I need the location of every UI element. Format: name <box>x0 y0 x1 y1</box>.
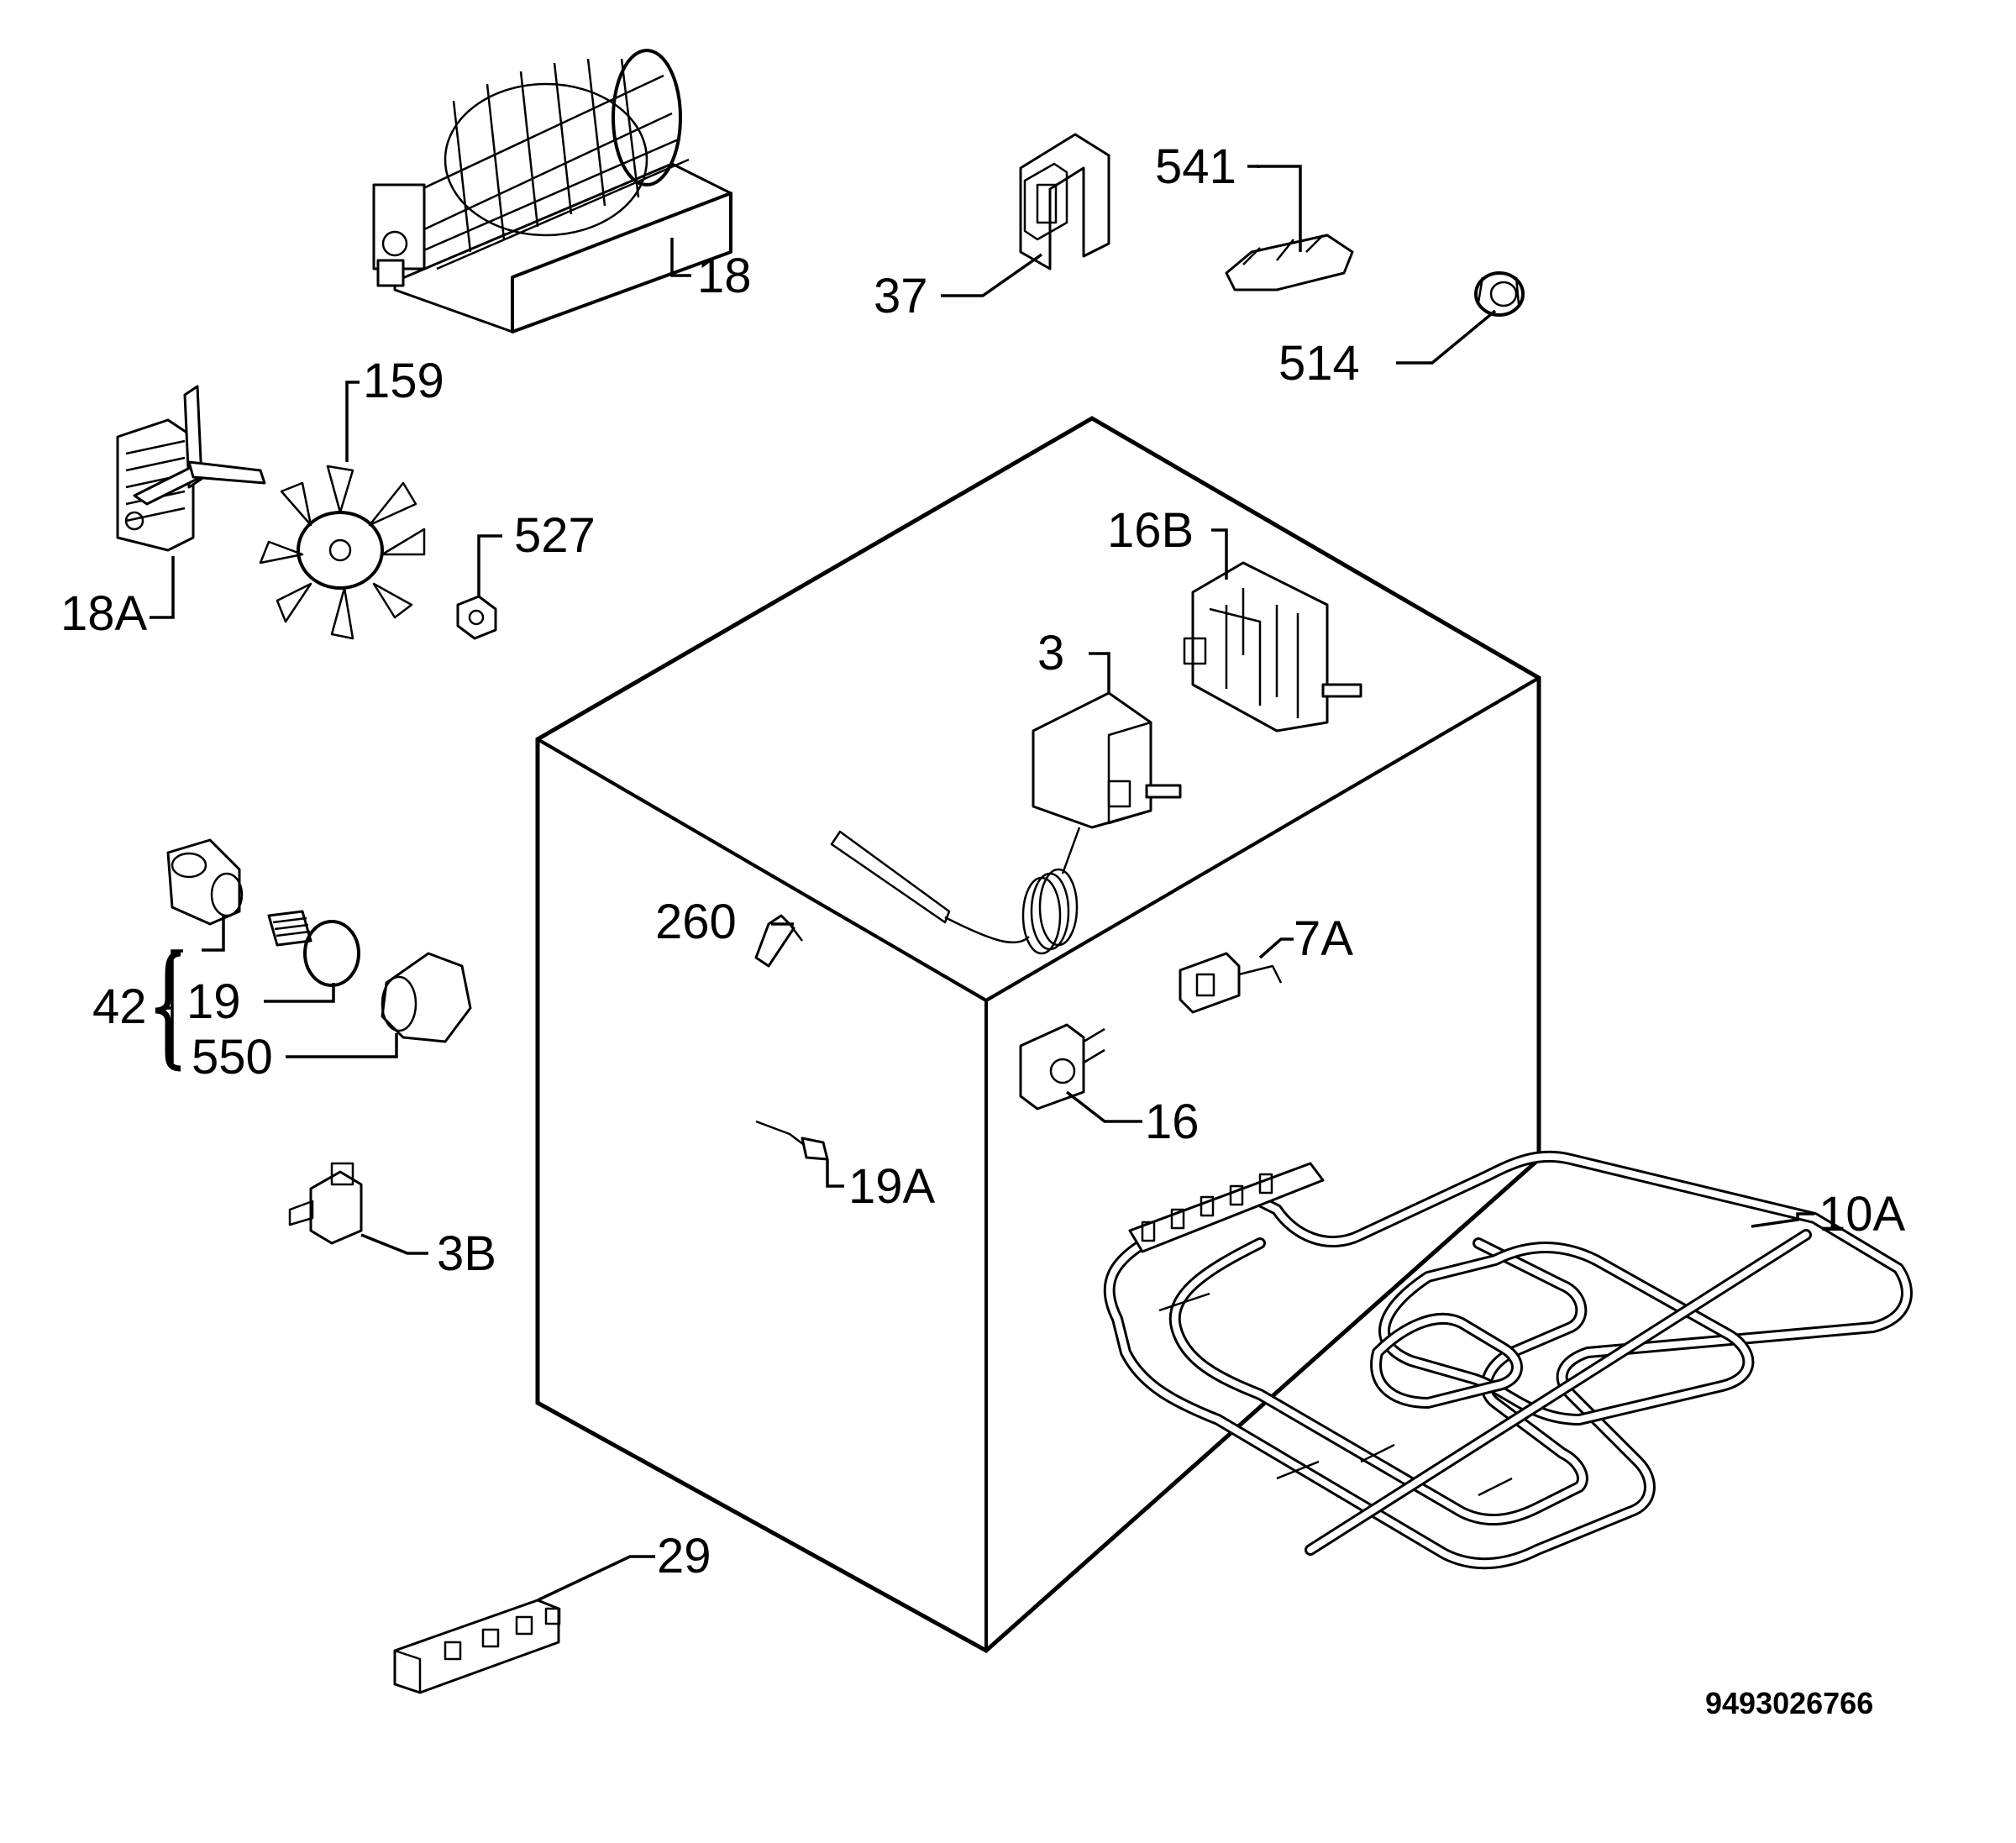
label-18: 18 <box>697 249 752 303</box>
switch-bracket-icon <box>1019 133 1110 270</box>
label-3B: 3B <box>437 1226 496 1281</box>
group-brace-42 <box>155 950 181 1072</box>
terminal-block-icon <box>1225 234 1354 291</box>
microswitch-icon <box>1179 952 1283 1014</box>
label-29: 29 <box>657 1529 711 1583</box>
door-switch-icon <box>1019 1023 1105 1111</box>
nut-icon <box>456 595 497 640</box>
label-514: 514 <box>1278 336 1360 391</box>
label-260: 260 <box>655 895 737 949</box>
grommet-icon <box>1474 271 1525 317</box>
ignition-generator-icon <box>393 1599 561 1694</box>
label-19: 19 <box>186 974 241 1029</box>
lamp-cover-icon <box>381 952 472 1043</box>
fan-blade-icon <box>259 465 426 640</box>
fan-heater-assembly-icon <box>372 49 732 333</box>
grill-heating-element-icon <box>1103 1150 1913 1570</box>
document-number: 9493026766 <box>1705 1686 1873 1720</box>
fan-motor-icon <box>116 385 266 552</box>
lamp-holder-icon <box>166 838 244 926</box>
label-18A: 18A <box>60 586 148 641</box>
label-550: 550 <box>192 1030 273 1084</box>
label-3: 3 <box>1037 626 1064 680</box>
label-7A: 7A <box>1294 911 1353 966</box>
label-37: 37 <box>874 269 928 323</box>
label-159: 159 <box>363 354 444 408</box>
label-42: 42 <box>92 979 147 1034</box>
label-541: 541 <box>1155 139 1236 194</box>
connector-icon <box>288 1162 363 1245</box>
lamp-icon <box>267 910 360 987</box>
label-10A: 10A <box>1819 1187 1906 1242</box>
label-16: 16 <box>1145 1095 1200 1149</box>
part-labels: 18 159 18A 527 37 541 514 16B 3 260 7A 4… <box>60 139 1906 1720</box>
label-19A: 19A <box>848 1159 936 1214</box>
leader-lines <box>150 165 1814 1602</box>
thermostat-icon <box>830 691 1182 955</box>
selector-switch-icon <box>1183 561 1362 732</box>
label-527: 527 <box>514 508 596 563</box>
clip-icon <box>754 914 803 968</box>
label-16B: 16B <box>1107 503 1194 558</box>
indicator-light-icon <box>755 1120 829 1161</box>
